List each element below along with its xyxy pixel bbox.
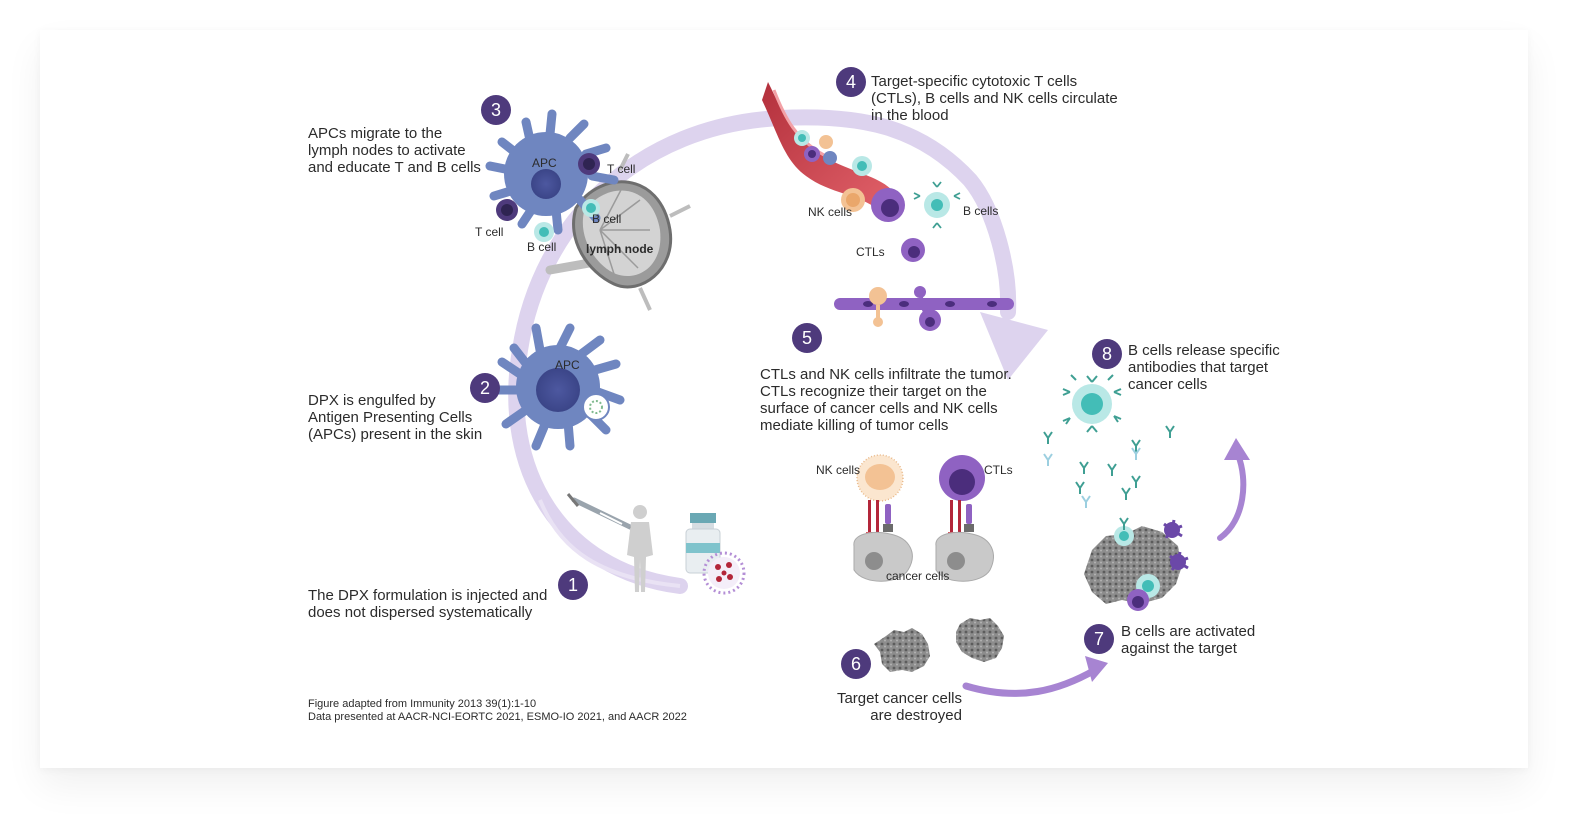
cycle-arrow xyxy=(508,109,1048,594)
lymph-node-label: lymph node xyxy=(586,242,654,256)
blood-vessel xyxy=(762,82,898,216)
figure-credit: Figure adapted from Immunity 2013 39(1):… xyxy=(308,698,537,710)
cancer-cells-label: cancer cells xyxy=(886,569,950,583)
vial-icon xyxy=(685,513,721,574)
diagram-card: APCs migrate to the lymph nodes to activ… xyxy=(40,30,1528,768)
step-5-badge: 5 xyxy=(792,323,822,353)
step-3-badge: 3 xyxy=(481,95,511,125)
step-8-text: B cells release specific antibodies that… xyxy=(1128,342,1280,393)
apc-label-lymph: APC xyxy=(532,156,557,170)
step-5-text: CTLs and NK cells infiltrate the tumor. … xyxy=(760,366,1012,434)
step-2-badge: 2 xyxy=(470,373,500,403)
t-cell-icons xyxy=(496,153,600,221)
b-cells-label-blood: B cells xyxy=(963,204,999,218)
b-cell-label-node: B cell xyxy=(592,212,622,226)
ctl-synapse xyxy=(935,455,994,582)
ctls-label-tumor: CTLs xyxy=(984,463,1013,477)
step-8-badge: 8 xyxy=(1092,339,1122,369)
apc-skin-cell xyxy=(489,323,625,451)
step-7-badge: 7 xyxy=(1084,624,1114,654)
step-1-text: The DPX formulation is injected and does… xyxy=(308,587,548,621)
data-credit: Data presented at AACR-NCI-EORTC 2021, E… xyxy=(308,711,687,723)
dpx-particle-icon xyxy=(702,551,746,595)
step-4-text: Target-specific cytotoxic T cells (CTLs)… xyxy=(871,73,1118,124)
step-7-text: B cells are activated against the target xyxy=(1121,623,1256,657)
arrow-7-to-8 xyxy=(1217,438,1250,541)
step-1-badge: 1 xyxy=(558,570,588,600)
step-3-text: APCs migrate to the lymph nodes to activ… xyxy=(308,125,481,176)
ctls-label-blood: CTLs xyxy=(856,245,885,259)
cancer-cluster-attack xyxy=(1084,519,1189,611)
b-cell-icons xyxy=(534,199,600,242)
nk-cells-label-blood: NK cells xyxy=(808,205,853,219)
apc-label-skin: APC xyxy=(555,358,580,372)
b-cell-label-bottom: B cell xyxy=(527,240,557,254)
endothelium xyxy=(834,286,1014,331)
person-icon xyxy=(627,505,653,592)
circulating-cells xyxy=(841,181,961,262)
step-4-badge: 4 xyxy=(836,67,866,97)
step-6-text: Target cancer cells are destroyed xyxy=(836,690,962,724)
t-cell-label-left: T cell xyxy=(475,225,504,239)
step-6-badge: 6 xyxy=(841,649,871,679)
step-2-text: DPX is engulfed by Antigen Presenting Ce… xyxy=(308,392,483,443)
t-cell-label-top: T cell xyxy=(607,162,636,176)
nk-cells-label-tumor: NK cells xyxy=(816,463,861,477)
arrow-6-to-7 xyxy=(962,656,1108,697)
immune-cycle-artwork xyxy=(485,82,1250,697)
destroyed-cancer-cells xyxy=(874,618,1004,672)
b-cell-antibodies xyxy=(1043,374,1175,530)
nk-cell-synapse xyxy=(853,454,913,582)
